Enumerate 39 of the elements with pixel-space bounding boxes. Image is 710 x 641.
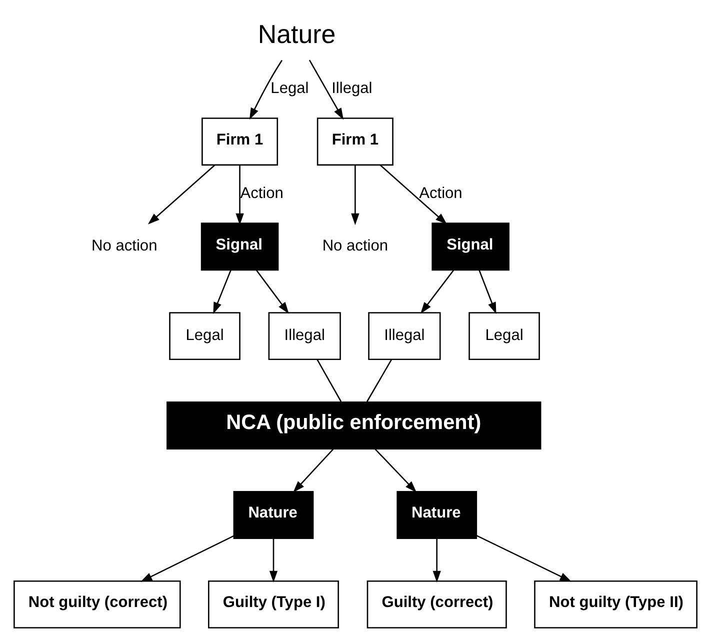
node-box: Not guilty (correct): [13, 580, 180, 628]
edge-label: Action: [418, 185, 462, 202]
arrow: [140, 535, 234, 582]
edge-label: Illegal: [331, 80, 372, 98]
arrow: [478, 270, 496, 314]
connector: [366, 359, 392, 402]
node-text: Nature: [257, 21, 336, 50]
arrow: [255, 270, 288, 314]
node-box: Illegal: [268, 312, 340, 360]
arrow: [308, 60, 343, 120]
arrow: [350, 165, 359, 226]
node-box: Signal: [200, 222, 278, 271]
node-box: Signal: [431, 222, 509, 271]
arrow: [268, 538, 278, 582]
arrow: [212, 270, 231, 314]
node-box: Firm 1: [316, 118, 393, 166]
arrow: [420, 270, 454, 314]
node-box: Guilty (Type I): [208, 580, 338, 628]
arrow: [147, 164, 215, 224]
node-box: Not guilty (Type II): [534, 580, 697, 628]
node-box: Guilty (correct): [366, 580, 506, 628]
arrow: [292, 448, 334, 493]
node-text: No action: [91, 238, 157, 255]
node-box: Legal: [168, 312, 240, 360]
arrow: [476, 534, 572, 582]
node-box: NCA (public enforcement): [166, 402, 541, 450]
node-box: Nature: [232, 491, 314, 539]
node-box: Firm 1: [201, 118, 278, 166]
node-text: No action: [322, 238, 388, 255]
arrow: [248, 60, 282, 120]
arrow: [379, 164, 447, 224]
arrow: [235, 165, 244, 226]
connector: [316, 359, 342, 402]
arrow: [432, 538, 440, 582]
arrow: [374, 448, 416, 492]
node-box: Legal: [468, 312, 540, 360]
node-box: Nature: [396, 491, 477, 539]
edge-label: Legal: [270, 80, 308, 98]
node-box: Illegal: [368, 312, 440, 360]
